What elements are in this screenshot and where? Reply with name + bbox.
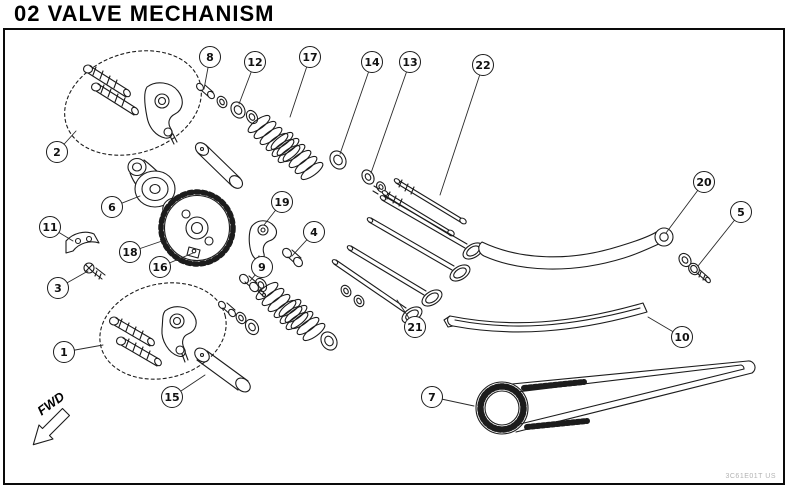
callout-balloon-10: 10 xyxy=(671,326,693,348)
callout-balloon-4: 4 xyxy=(303,221,325,243)
fwd-arrow-icon xyxy=(32,407,71,446)
callout-balloon-19: 19 xyxy=(271,191,293,213)
callout-balloon-2: 2 xyxy=(46,141,68,163)
callout-balloon-13: 13 xyxy=(399,51,421,73)
rocker-assembly-top xyxy=(82,64,183,145)
callout-balloon-11: 11 xyxy=(39,216,61,238)
chain-guide xyxy=(443,302,648,333)
callout-balloon-21: 21 xyxy=(404,316,426,338)
callout-balloon-7: 7 xyxy=(421,386,443,408)
callout-balloon-18: 18 xyxy=(119,241,141,263)
stopper-plate xyxy=(65,231,100,254)
pivot-bolt xyxy=(678,252,711,284)
callout-balloon-16: 16 xyxy=(149,256,171,278)
retaining-clip xyxy=(186,246,201,259)
leader-line-13 xyxy=(370,61,411,174)
valve-springs-top xyxy=(245,109,326,183)
callout-balloon-22: 22 xyxy=(472,54,494,76)
pin-washer-seal-bottom xyxy=(218,300,260,336)
callout-balloon-14: 14 xyxy=(361,51,383,73)
leader-line-22 xyxy=(439,64,484,196)
valve-springs-bottom xyxy=(253,277,365,351)
leader-line-14 xyxy=(339,61,373,155)
valves xyxy=(331,195,484,324)
pan-screw xyxy=(83,262,106,280)
callout-balloon-15: 15 xyxy=(161,386,183,408)
callout-balloon-17: 17 xyxy=(299,46,321,68)
pin-and-washer-top xyxy=(196,82,228,109)
callout-balloon-6: 6 xyxy=(101,196,123,218)
callout-balloon-5: 5 xyxy=(730,201,752,223)
small-cylinder xyxy=(282,247,303,268)
callout-balloon-3: 3 xyxy=(47,277,69,299)
callout-balloon-1: 1 xyxy=(53,341,75,363)
diagram-border xyxy=(3,28,785,485)
cam-sprocket xyxy=(158,189,236,267)
rocker-shaft-top xyxy=(194,142,244,189)
callout-balloon-12: 12 xyxy=(244,51,266,73)
page-title: 02 VALVE MECHANISM xyxy=(14,1,275,26)
group-outline-bottom xyxy=(99,282,227,380)
callout-balloon-9: 9 xyxy=(251,256,273,278)
callout-balloon-8: 8 xyxy=(199,46,221,68)
rocker-shaft-bottom xyxy=(194,347,251,393)
callout-balloon-20: 20 xyxy=(693,171,715,193)
spring-retainer-top xyxy=(329,150,386,195)
rocker-assembly-bottom xyxy=(108,306,197,367)
timing-chain xyxy=(475,360,756,435)
valve-stem-seal-top xyxy=(230,101,246,119)
tensioner-arm xyxy=(478,227,674,270)
pin-with-screw xyxy=(239,273,267,298)
group-outline-top xyxy=(64,50,202,156)
doc-code: 3C61E01T US xyxy=(725,473,776,480)
